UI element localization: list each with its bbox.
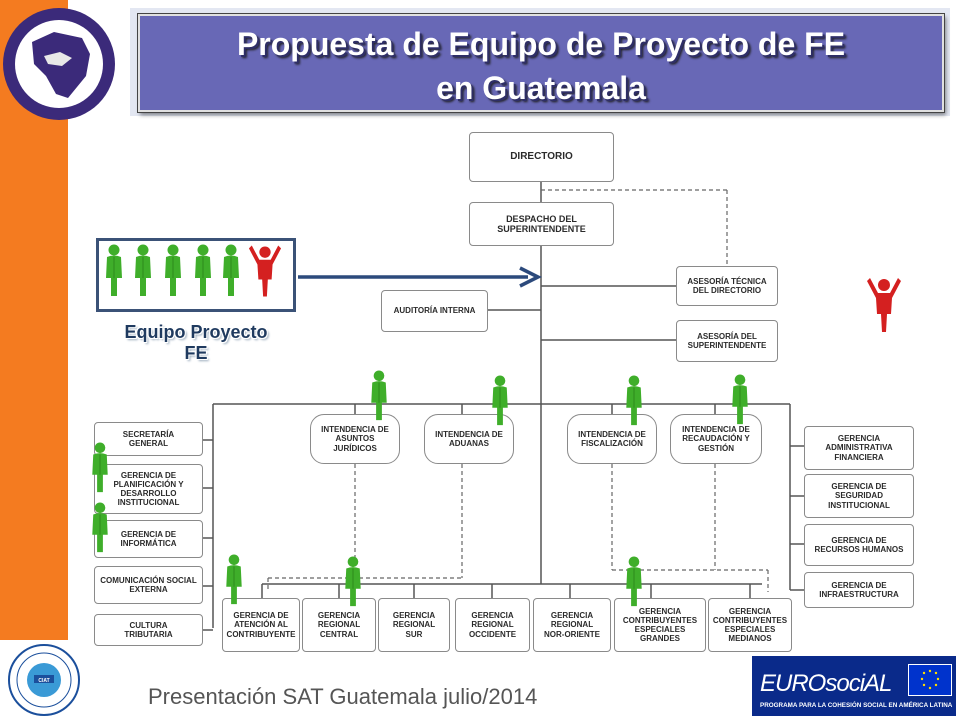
- org-box-regional-central: GERENCIA REGIONAL CENTRAL: [302, 598, 376, 652]
- org-box-recursos-humanos: GERENCIA DE RECURSOS HUMANOS: [804, 524, 914, 566]
- team-label: Equipo Proyecto FE: [86, 322, 306, 363]
- org-box-atencion: GERENCIA DE ATENCIÓN AL CONTRIBUYENTE: [222, 598, 300, 652]
- org-box-cultura: CULTURA TRIBUTARIA: [94, 614, 203, 646]
- title-box: Propuesta de Equipo de Proyecto de FE en…: [138, 14, 944, 112]
- org-box-seguridad: GERENCIA DE SEGURIDAD INSTITUCIONAL: [804, 474, 914, 518]
- eu-flag-icon: [908, 664, 952, 696]
- org-box-asesoria-tecnica: ASESORÍA TÉCNICA DEL DIRECTORIO: [676, 266, 778, 306]
- team-arrow: [298, 266, 542, 288]
- person-green-icon: [105, 244, 123, 297]
- org-box-regional-sur: GERENCIA REGIONAL SUR: [378, 598, 450, 652]
- org-box-asesoria-superintendente: ASESORÍA DEL SUPERINTENDENTE: [676, 320, 778, 362]
- person-green-icon: [222, 244, 240, 297]
- person-green-icon: [164, 244, 182, 297]
- org-box-medianos: GERENCIA CONTRIBUYENTES ESPECIALES MEDIA…: [708, 598, 792, 652]
- person-green-icon: [225, 554, 243, 605]
- eurosocial-name: EUROsociAL: [760, 670, 892, 697]
- org-box-infraestructura: GERENCIA DE INFRAESTRUCTURA: [804, 572, 914, 608]
- org-box-despacho: DESPACHO DEL SUPERINTENDENTE: [469, 202, 614, 246]
- eurosocial-logo: EUROsociAL PROGRAMA PARA LA COHESIÓN SOC…: [752, 656, 956, 716]
- org-box-directorio: DIRECTORIO: [469, 132, 614, 182]
- person-green-icon: [370, 370, 388, 421]
- title-line-1: Propuesta de Equipo de Proyecto de FE: [236, 26, 846, 62]
- person-green-icon: [91, 442, 109, 493]
- team-label-line-1: Equipo Proyecto: [124, 322, 268, 342]
- org-box-intendencia-juridicos: INTENDENCIA DE ASUNTOS JURÍDICOS: [310, 414, 400, 464]
- person-green-icon: [194, 244, 212, 297]
- org-box-administrativa: GERENCIA ADMINISTRATIVA FINANCIERA: [804, 426, 914, 470]
- person-green-icon: [731, 374, 749, 425]
- title-line-2: en Guatemala: [436, 70, 646, 106]
- org-box-secretaria: SECRETARÍA GENERAL: [94, 422, 203, 456]
- person-green-icon: [91, 502, 109, 553]
- person-green-icon: [491, 375, 509, 426]
- org-box-intendencia-fiscalizacion: INTENDENCIA DE FISCALIZACIÓN: [567, 414, 657, 464]
- team-label-line-2: FE: [184, 342, 208, 363]
- svg-text:CIAT: CIAT: [38, 678, 49, 684]
- person-green-icon: [625, 375, 643, 426]
- person-green-icon: [134, 244, 152, 297]
- person-red-icon: [867, 278, 901, 332]
- presentation-footer: Presentación SAT Guatemala julio/2014: [148, 684, 538, 709]
- org-box-regional-occidente: GERENCIA REGIONAL OCCIDENTE: [455, 598, 530, 652]
- org-box-grandes: GERENCIA CONTRIBUYENTES ESPECIALES GRAND…: [614, 598, 706, 652]
- org-box-planificacion: GERENCIA DE PLANIFICACIÓN Y DESARROLLO I…: [94, 464, 203, 514]
- eurosocial-subtitle: PROGRAMA PARA LA COHESIÓN SOCIAL EN AMÉR…: [760, 702, 953, 709]
- org-box-comunicacion: COMUNICACIÓN SOCIAL EXTERNA: [94, 566, 203, 604]
- org-box-informatica: GERENCIA DE INFORMÁTICA: [94, 520, 203, 558]
- person-green-icon: [344, 556, 362, 607]
- org-box-regional-nororiente: GERENCIA REGIONAL NOR-ORIENTE: [533, 598, 611, 652]
- ciat-logo: [3, 8, 115, 120]
- ciat-seal-icon: CIAT: [8, 644, 80, 716]
- person-red-icon: [248, 245, 282, 297]
- org-box-auditoria: AUDITORÍA INTERNA: [381, 290, 488, 332]
- org-box-intendencia-recaudacion: INTENDENCIA DE RECAUDACIÓN Y GESTIÓN: [670, 414, 762, 464]
- person-green-icon: [625, 556, 643, 607]
